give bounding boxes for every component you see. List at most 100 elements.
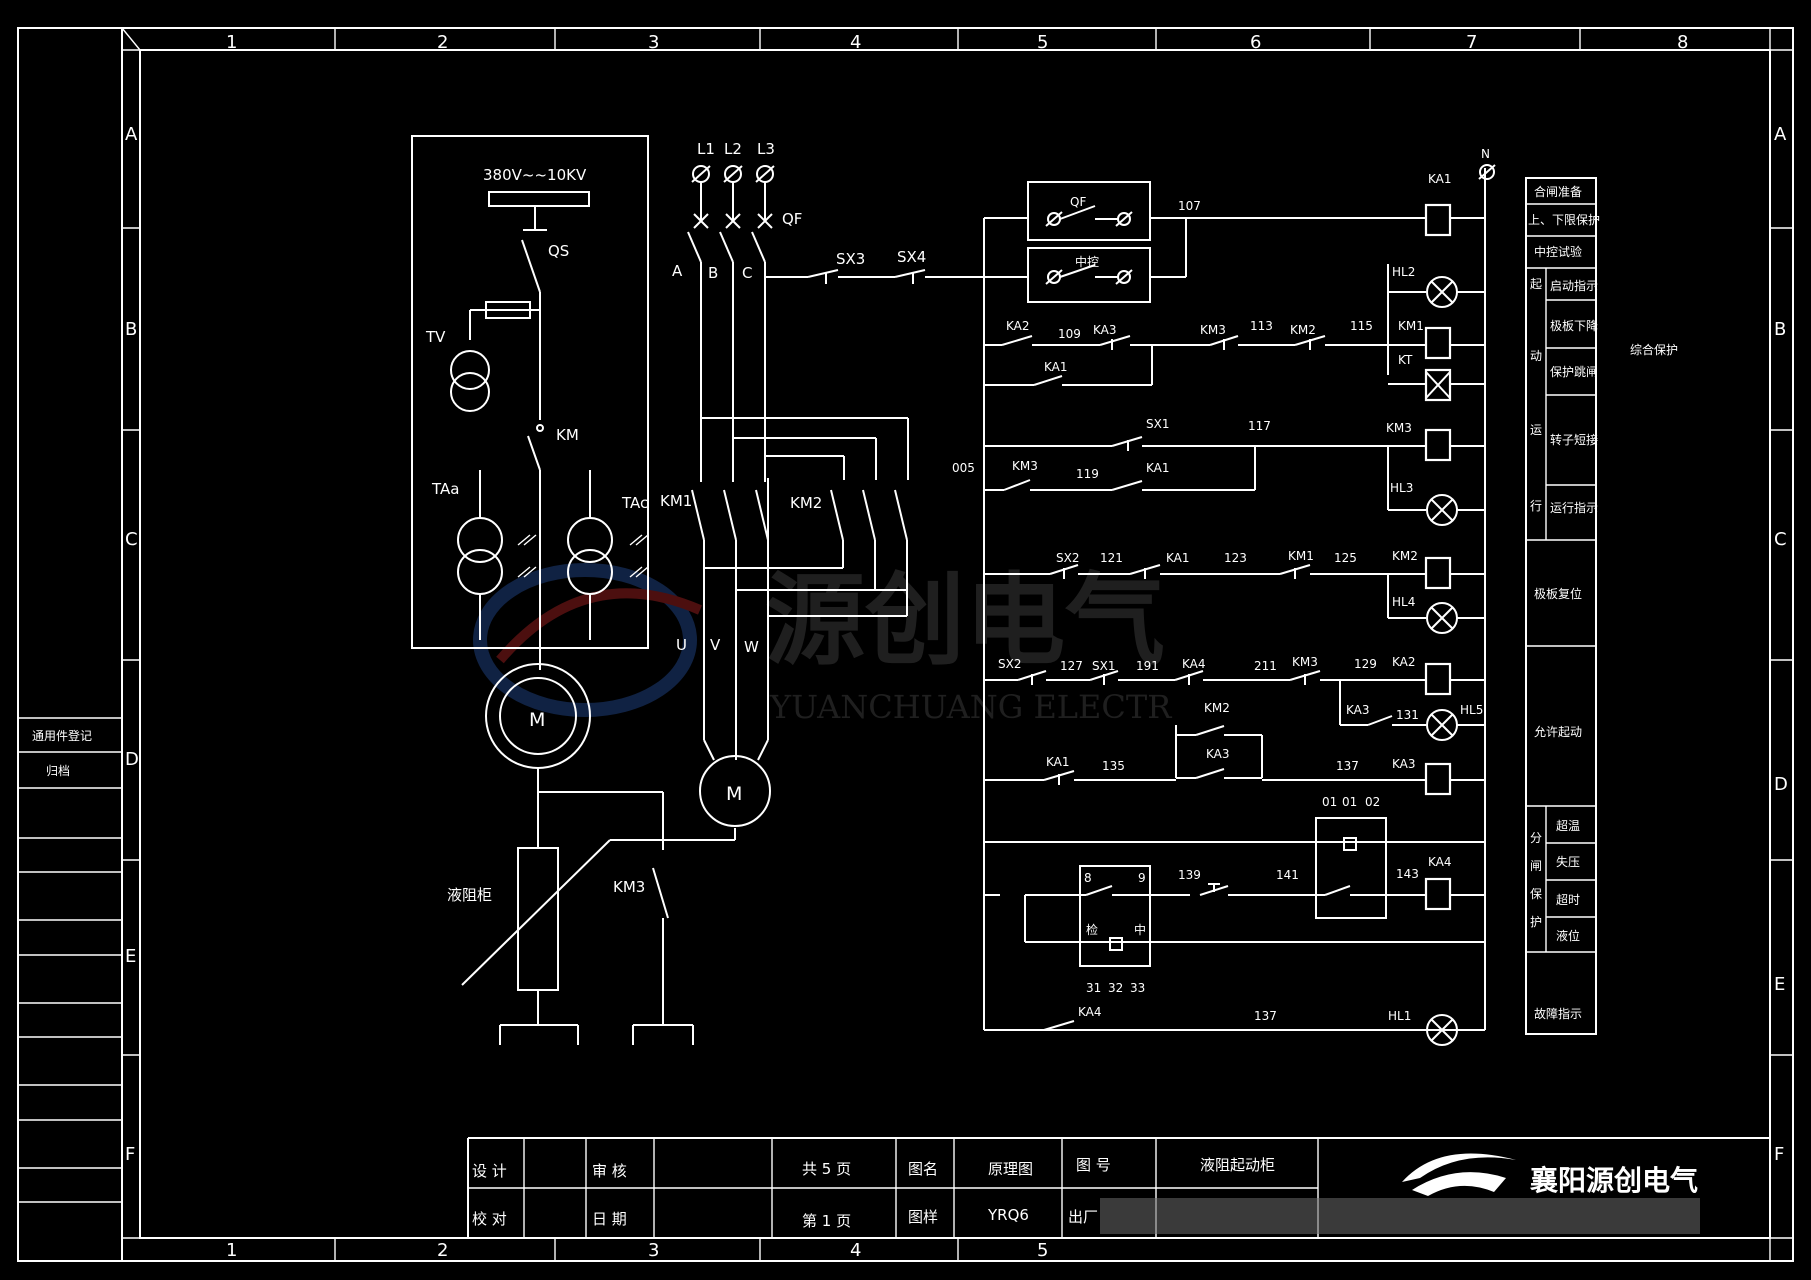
hv-motor-label: M [529, 709, 545, 731]
zone-col-7: 7 [1466, 32, 1477, 53]
side-archive-label: 归档 [46, 764, 70, 778]
lv-motor-label: M [726, 783, 742, 805]
tb-name: 原理图 [988, 1160, 1033, 1178]
legend-f2: 闸 [1530, 859, 1542, 873]
legend-r13: 超时 [1556, 892, 1580, 907]
side-register-table: 通用件登记 归档 [18, 717, 122, 1203]
qf-power-label: QF [782, 210, 802, 228]
zone-col-2: 2 [437, 32, 448, 53]
n211-label: 211 [1254, 659, 1277, 673]
l3-label: L3 [757, 140, 775, 158]
n137-label: 137 [1336, 759, 1359, 773]
zone-col-4-bottom: 4 [850, 1240, 861, 1261]
rz2-label: 中 [1134, 922, 1146, 937]
ka1-coil-label: KA1 [1428, 172, 1452, 186]
km3-coil-label: KM3 [1386, 421, 1412, 435]
zone-col-5-bottom: 5 [1037, 1240, 1048, 1261]
legend-r6: 保护跳闸 [1550, 365, 1598, 379]
tv-label: TV [425, 328, 446, 346]
n115-label: 115 [1350, 319, 1373, 333]
zone-col-4: 4 [850, 32, 861, 53]
tb-factory: 出厂 [1068, 1208, 1098, 1226]
n-label: N [1481, 147, 1490, 161]
tac-label: TAc [621, 494, 648, 512]
zone-col-5: 5 [1037, 32, 1048, 53]
w-label: W [744, 638, 759, 656]
hl4-label: HL4 [1392, 595, 1415, 609]
r8-label: 8 [1084, 871, 1092, 885]
n119-label: 119 [1076, 467, 1099, 481]
legend-f4: 护 [1530, 915, 1542, 929]
km1b-label: KM1 [1288, 549, 1314, 563]
hv-voltage-label: 380V~~10KV [483, 166, 587, 184]
tb-company: 襄阳源创电气 [1529, 1164, 1698, 1197]
zone-row-c: C [125, 529, 138, 550]
zone-row-d: D [125, 749, 139, 770]
n123-label: 123 [1224, 551, 1247, 565]
hl1-label: HL1 [1388, 1009, 1411, 1023]
ka3c-label: KA3 [1206, 747, 1230, 761]
zone-row-e-right: E [1774, 974, 1785, 995]
ka1e-label: KA1 [1046, 755, 1070, 769]
legend-r3: 中控试验 [1534, 244, 1582, 259]
n137b-label: 137 [1254, 1009, 1277, 1023]
legend-r12: 失压 [1556, 854, 1580, 869]
legend-r10: 允许起动 [1534, 724, 1582, 739]
watermark-en: YUANCHUANG ELECTR [769, 688, 1172, 726]
legend-r4: 启动指示 [1550, 278, 1598, 293]
km1-power-label: KM1 [660, 492, 692, 510]
legend-s1: 起 [1530, 277, 1542, 291]
control-circuit: N QF 中控 107 KA1 SX3 SX4 HL2 [765, 147, 1496, 1046]
tb-name-label: 图名 [908, 1160, 938, 1178]
tb-total-pages: 共 5 页 [802, 1160, 851, 1178]
n125-label: 125 [1334, 551, 1357, 565]
km3-resistor-label: KM3 [613, 878, 645, 896]
zone-col-3: 3 [648, 32, 659, 53]
hv-motor: M [485, 663, 591, 848]
n143-label: 143 [1396, 867, 1419, 881]
rz1-label: 检 [1086, 922, 1098, 937]
legend-right-label: 综合保护 [1630, 342, 1678, 357]
n141-label: 141 [1276, 868, 1299, 882]
legend-s2: 动 [1530, 349, 1542, 363]
zone-col-1: 1 [226, 32, 237, 53]
n113-label: 113 [1250, 319, 1273, 333]
sx2-label: SX2 [1056, 551, 1079, 565]
kt-label: KT [1398, 353, 1413, 367]
sx1-label: SX1 [1146, 417, 1169, 431]
tb-sample-label: 图样 [908, 1208, 938, 1226]
sx1b-label: SX1 [1092, 659, 1115, 673]
v-label: V [710, 636, 721, 654]
legend-r2: 上、下限保护 [1528, 213, 1600, 227]
watermark: 源创电气 YUANCHUANG ELECTR [473, 562, 1172, 726]
liquid-resistor: 液阻柜 KM3 [447, 791, 736, 1045]
tb-sample: YRQ6 [987, 1206, 1029, 1224]
company-logo [1402, 1153, 1516, 1196]
legend-r1: 合闸准备 [1534, 184, 1582, 199]
n107-label: 107 [1178, 199, 1201, 213]
tb-review: 审 核 [592, 1162, 627, 1180]
zone-row-b: B [125, 319, 137, 340]
ka3-coil-label: KA3 [1392, 757, 1416, 771]
ka3-label: KA3 [1093, 323, 1117, 337]
zone-col-8: 8 [1677, 32, 1688, 53]
sx3-label: SX3 [836, 250, 865, 268]
r02-label: 02 [1365, 795, 1380, 809]
ka2-coil-label: KA2 [1392, 655, 1416, 669]
legend-r11: 超温 [1556, 818, 1580, 833]
ka4-coil-label: KA4 [1428, 855, 1452, 869]
zone-ticks [122, 28, 1793, 1261]
phase-a-label: A [672, 262, 683, 280]
legend-f1: 分 [1530, 831, 1542, 845]
km3b-label: KM3 [1012, 459, 1038, 473]
zone-row-a: A [125, 124, 138, 145]
tb-page-number: 第 1 页 [802, 1212, 851, 1230]
km3-label: KM3 [1200, 323, 1226, 337]
qs-label: QS [548, 242, 569, 260]
title-block: 设 计 校 对 审 核 日 期 共 5 页 第 1 页 图名 原理图 图样 YR… [467, 1137, 1770, 1238]
n117-label: 117 [1248, 419, 1271, 433]
n127-label: 127 [1060, 659, 1083, 673]
l2-label: L2 [724, 140, 742, 158]
power-circuit: L1 L2 L3 QF A B C KM1 [660, 140, 909, 827]
